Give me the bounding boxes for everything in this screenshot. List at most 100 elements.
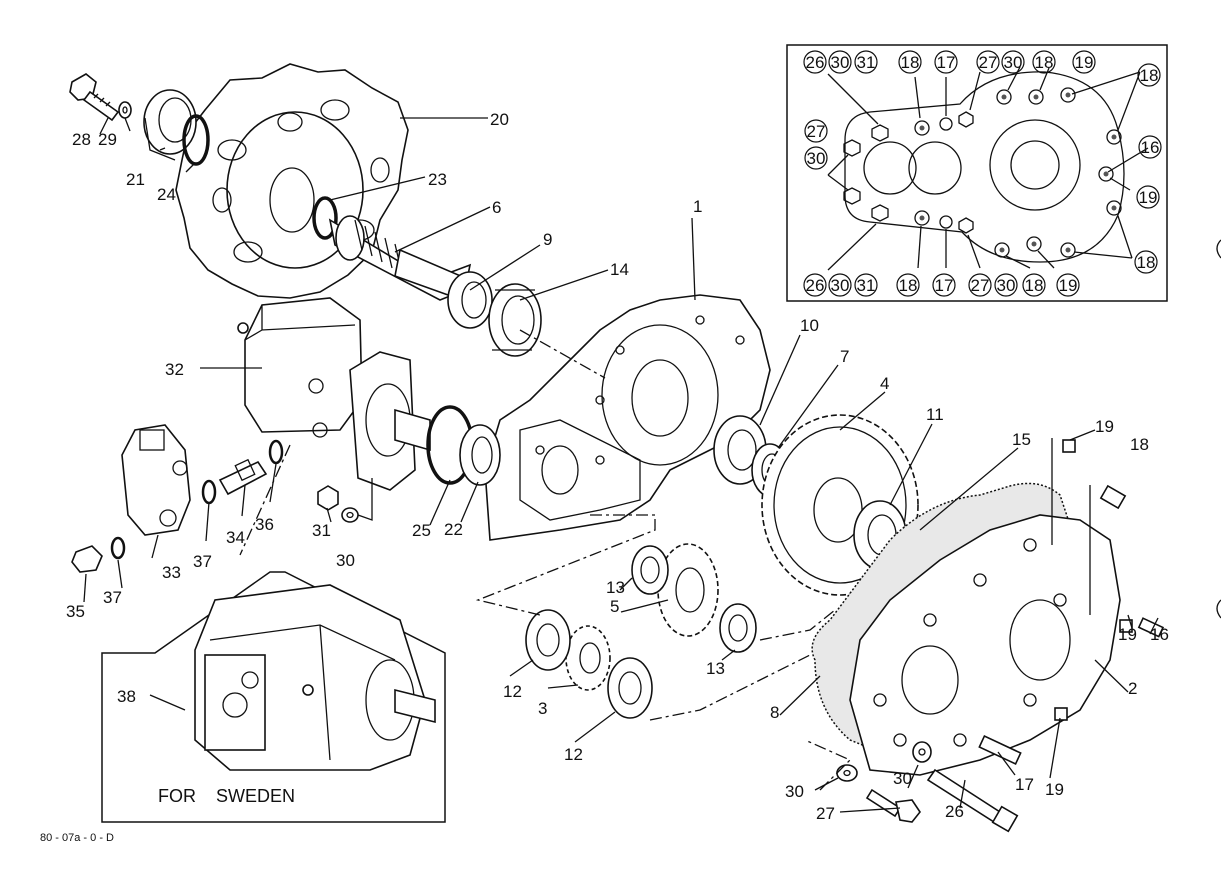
detail-label-t1: 26 — [803, 50, 827, 74]
label-23: 23 — [428, 170, 447, 189]
detail-label-b1: 26 — [803, 273, 827, 297]
label-32: 32 — [165, 360, 184, 379]
label-35: 35 — [66, 602, 85, 621]
pin-16 — [1137, 617, 1165, 638]
label-20: 20 — [490, 110, 509, 129]
leader-lines — [83, 117, 1159, 813]
ring-9 — [447, 271, 493, 329]
svg-text:27: 27 — [807, 122, 826, 141]
label-19b: 19 — [1118, 625, 1137, 644]
svg-text:30: 30 — [831, 53, 850, 72]
detail-label-b9: 19 — [1056, 273, 1080, 297]
plug-18 — [1099, 484, 1127, 510]
svg-text:30: 30 — [807, 149, 826, 168]
detail-label-b10: 18 — [1134, 250, 1158, 274]
label-37b: 37 — [103, 588, 122, 607]
label-31: 31 — [312, 521, 331, 540]
washer-30-left — [836, 764, 858, 782]
detail-label-b5: 17 — [932, 273, 956, 297]
svg-text:18: 18 — [1025, 276, 1044, 295]
svg-text:18: 18 — [1035, 53, 1054, 72]
bolt-pattern-detail-inset: 26 30 31 18 17 27 30 18 19 18 27 30 16 1… — [786, 44, 1168, 302]
detail-label-t6: 27 — [976, 50, 1000, 74]
bearing-12-right — [607, 657, 653, 719]
label-12a: 12 — [503, 682, 522, 701]
svg-text:30: 30 — [831, 276, 850, 295]
label-36: 36 — [255, 515, 274, 534]
label-30b: 30 — [893, 769, 912, 788]
detail-label-t4: 18 — [898, 50, 922, 74]
svg-text:18: 18 — [1137, 253, 1156, 272]
detail-label-t8: 18 — [1032, 50, 1056, 74]
label-3: 3 — [538, 699, 547, 718]
label-1: 1 — [693, 197, 702, 216]
svg-text:31: 31 — [857, 276, 876, 295]
hydraulic-motor-32 — [237, 297, 431, 491]
svg-text:30: 30 — [997, 276, 1016, 295]
label-14: 14 — [610, 260, 629, 279]
seal-22 — [459, 424, 501, 486]
label-11: 11 — [926, 405, 944, 424]
valve-block-33 — [121, 424, 191, 536]
o-ring-36 — [268, 439, 284, 465]
drawing-code: 80 - 07a - 0 - D — [40, 832, 114, 844]
label-4: 4 — [880, 374, 889, 393]
detail-label-b4: 18 — [896, 273, 920, 297]
plug-19-top — [1062, 439, 1076, 453]
label-30a: 30 — [336, 551, 355, 570]
detail-label-b6: 27 — [968, 273, 992, 297]
pin-17 — [978, 735, 1022, 765]
bolt-26 — [926, 768, 1019, 833]
washer-30-mid — [341, 507, 359, 523]
detail-label-t5: 17 — [934, 50, 958, 74]
gear-5 — [657, 543, 719, 637]
label-30c: 30 — [785, 782, 804, 801]
label-22: 22 — [444, 520, 463, 539]
svg-text:26: 26 — [806, 276, 825, 295]
label-26: 26 — [945, 802, 964, 821]
gear-3 — [565, 625, 611, 691]
label-18: 18 — [1130, 435, 1149, 454]
svg-text:31: 31 — [857, 53, 876, 72]
washer-30-right — [912, 741, 932, 763]
svg-text:19: 19 — [1075, 53, 1094, 72]
bearing-12-left — [525, 609, 571, 671]
label-10: 10 — [800, 316, 819, 335]
label-16: 16 — [1150, 625, 1169, 644]
cover-2 — [849, 514, 1121, 776]
label-21: 21 — [126, 170, 145, 189]
detail-label-t12: 30 — [804, 146, 828, 170]
label-28: 28 — [72, 130, 91, 149]
svg-text:18: 18 — [901, 53, 920, 72]
label-38: 38 — [117, 687, 136, 706]
part-labels: 1 2 3 4 5 6 7 8 9 10 11 12 12 13 13 14 1… — [66, 110, 1169, 823]
bearing-14 — [488, 283, 542, 357]
detail-label-t11: 27 — [804, 119, 828, 143]
bearing-13-right — [719, 603, 757, 653]
label-13b: 13 — [706, 659, 725, 678]
label-37a: 37 — [193, 552, 212, 571]
detail-label-b7: 30 — [994, 273, 1018, 297]
bolt-27 — [865, 788, 921, 823]
label-7: 7 — [840, 347, 849, 366]
detail-label-t9: 19 — [1072, 50, 1096, 74]
svg-text:18: 18 — [1140, 66, 1159, 85]
detail-label-t13: 16 — [1138, 135, 1162, 159]
sweden-variant-inset: FOR SWEDEN — [101, 571, 446, 823]
detail-label-t10: 18 — [1137, 63, 1161, 87]
label-2: 2 — [1128, 679, 1137, 698]
o-ring-37-upper — [201, 479, 217, 505]
label-19c: 19 — [1045, 780, 1064, 799]
label-15: 15 — [1012, 430, 1031, 449]
o-ring-23 — [312, 196, 338, 240]
label-29: 29 — [98, 130, 117, 149]
label-9: 9 — [543, 230, 552, 249]
svg-text:18: 18 — [899, 276, 918, 295]
inset-caption: FOR SWEDEN — [158, 786, 295, 806]
svg-text:19: 19 — [1139, 188, 1158, 207]
svg-text:27: 27 — [971, 276, 990, 295]
svg-text:27: 27 — [979, 53, 998, 72]
svg-text:16: 16 — [1141, 138, 1160, 157]
shaft-6 — [328, 215, 472, 302]
bolt-28 — [69, 73, 120, 122]
